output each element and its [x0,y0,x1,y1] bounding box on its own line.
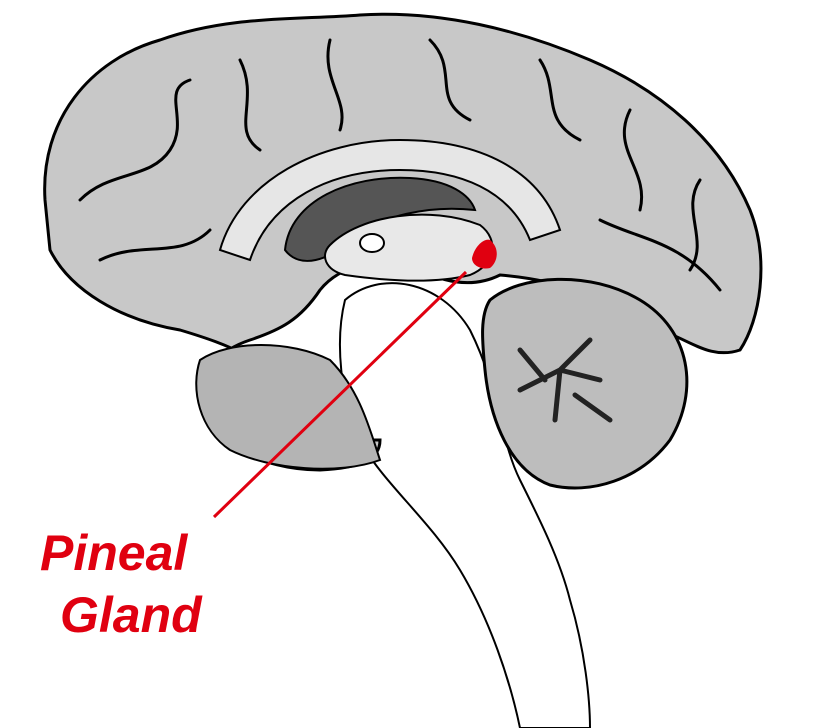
pointer-line [212,270,468,519]
arbor-vitae [517,337,613,423]
temporal-lobe [195,344,382,470]
pineal-gland [472,239,497,269]
label-pineal: Pineal [40,525,188,581]
cerebellum [481,277,689,490]
label-gland: Gland [60,587,202,643]
corpus-callosum [218,138,562,262]
gyri [78,38,722,292]
thalamus [324,213,494,282]
interthalamic-adhesion [359,233,385,253]
